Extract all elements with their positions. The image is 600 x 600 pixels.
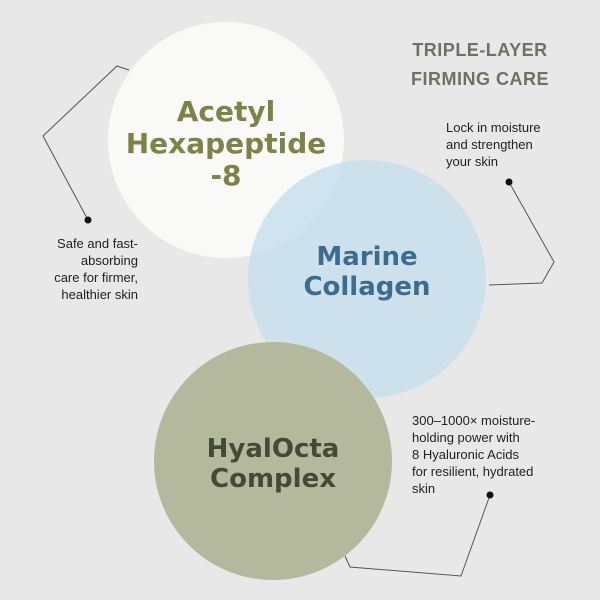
circle-marine-collagen: Marine Collagen bbox=[248, 160, 486, 398]
ingredient-label-hexapeptide: Acetyl Hexapeptide -8 bbox=[125, 94, 327, 193]
circle-hyalocta-complex: HyalOcta Complex bbox=[154, 342, 392, 580]
note-collagen: Lock in moisture and strengthen your ski… bbox=[446, 120, 541, 169]
headline: TRIPLE-LAYER FIRMING CARE bbox=[380, 36, 580, 94]
connector-dot-hexapeptide bbox=[84, 216, 92, 224]
note-hexapeptide: Safe and fast- absorbing care for firmer… bbox=[54, 236, 138, 302]
connector-dot-collagen bbox=[505, 178, 513, 186]
connector-collagen bbox=[488, 181, 555, 286]
ingredient-label-hyalocta: HyalOcta Complex bbox=[206, 434, 340, 494]
circle-acetyl-hexapeptide: Acetyl Hexapeptide -8 bbox=[108, 22, 344, 258]
note-hyalocta: 300–1000× moisture- holding power with 8… bbox=[412, 413, 536, 496]
headline-line-1: TRIPLE-LAYER bbox=[412, 40, 548, 60]
ingredient-label-collagen: Marine Collagen bbox=[303, 242, 431, 302]
headline-line-2: FIRMING CARE bbox=[411, 68, 549, 89]
